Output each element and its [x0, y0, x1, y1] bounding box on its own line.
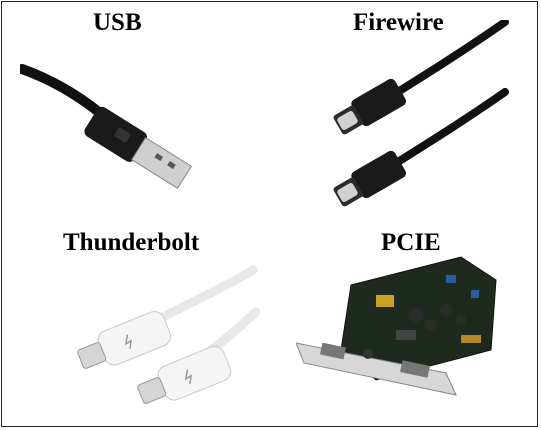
- pcie-card-icon: [296, 256, 497, 396]
- firewire-label: Firewire: [353, 9, 444, 36]
- thunderbolt-cable-image: [38, 262, 260, 412]
- usb-cable-image: [20, 55, 220, 195]
- firewire-cable-icon: [333, 20, 509, 207]
- usb-cable-icon: [20, 64, 193, 189]
- firewire-cable-image: [295, 20, 510, 220]
- thunderbolt-cable-icon: [77, 265, 260, 404]
- pcie-label: PCIE: [381, 229, 441, 256]
- usb-label: USB: [93, 9, 142, 36]
- pcie-card-image: [296, 255, 511, 405]
- thunderbolt-label: Thunderbolt: [63, 229, 200, 256]
